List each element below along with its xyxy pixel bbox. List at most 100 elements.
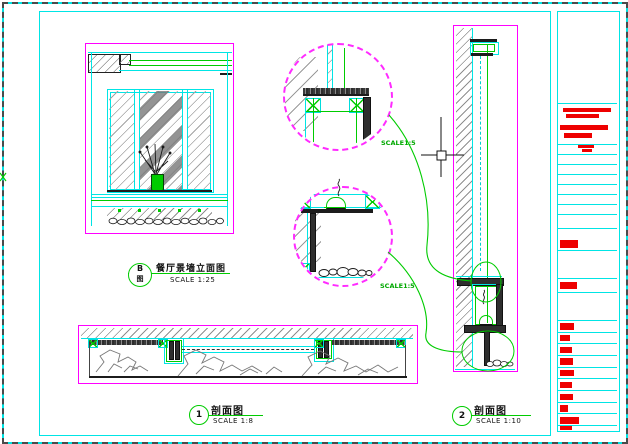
elevation-drawing <box>85 43 234 234</box>
base-line <box>91 197 228 198</box>
titleblock-text-bar <box>560 370 574 376</box>
titleblock-row-line <box>558 194 617 195</box>
glass-line <box>182 346 314 347</box>
titleblock-row-line <box>558 292 617 293</box>
titleblock-row-line <box>558 174 617 175</box>
panel-bar <box>332 340 405 345</box>
end-line <box>89 345 90 376</box>
titleblock-text-bar <box>560 426 572 430</box>
titleblock-row-line <box>558 250 617 251</box>
detail-circle-2-bubble <box>293 186 393 287</box>
ceiling-hatch-block <box>88 54 121 73</box>
floor-line <box>455 369 515 370</box>
titleblock <box>557 11 620 432</box>
vertical-section-drawing <box>453 25 518 372</box>
wall-face-line <box>472 28 473 367</box>
base-line <box>91 194 228 195</box>
section-1-title: 剖面图 <box>211 406 244 417</box>
titleblock-text-bar <box>566 114 599 118</box>
wall-hatch-band <box>81 328 413 338</box>
titleblock-text-bar <box>560 358 573 365</box>
callout-b-bubble[interactable]: B 图 <box>128 263 152 287</box>
titleblock-text-bar <box>560 417 579 424</box>
panel-bar <box>89 340 163 345</box>
titleblock-text-bar <box>560 323 574 330</box>
channel-web <box>175 341 180 360</box>
titleblock-text-bar <box>560 240 578 248</box>
glass-pane-right <box>187 91 211 190</box>
titleblock-text-bar <box>582 149 592 152</box>
green-line <box>487 45 488 323</box>
wall-edge-right <box>227 52 228 226</box>
green-tick <box>178 209 181 212</box>
detail-scale-label-1: SCALE1:5 <box>381 139 416 147</box>
ceiling-line <box>88 52 232 53</box>
green-tick <box>138 209 141 212</box>
callout-b-letter: B <box>136 264 144 273</box>
blocking-xbox <box>314 339 324 348</box>
inner-frame <box>39 11 551 436</box>
plinth-hatch <box>107 208 212 220</box>
green-line <box>129 60 232 61</box>
titleblock-text-bar <box>560 382 572 388</box>
detail-circle-1-bubble <box>283 43 393 151</box>
titleblock-text-bar <box>560 394 573 400</box>
wall-hatch-band <box>456 28 472 367</box>
titleblock-row-line <box>558 228 617 229</box>
titleblock-row-line <box>558 402 617 403</box>
window-frame <box>107 89 214 193</box>
detail-scale-label-2: SCALE1:5 <box>380 282 415 290</box>
titleblock-row-line <box>558 204 617 205</box>
green-tick <box>198 209 201 212</box>
end-line <box>405 345 406 376</box>
callout-1-bubble[interactable]: 1 <box>189 405 209 425</box>
soffit-line <box>119 70 232 71</box>
sill-line <box>107 190 212 192</box>
wall-face-line <box>81 338 413 339</box>
titleblock-row-line <box>558 343 617 344</box>
section-2-title: 剖面图 <box>474 406 507 417</box>
base-line <box>91 206 228 207</box>
elevation-title: 餐厅景墙立面图 <box>156 264 227 274</box>
titleblock-row-line <box>558 214 617 215</box>
channel-web <box>324 341 329 358</box>
titleblock-text-bar <box>560 405 568 412</box>
titleblock-row-line <box>558 367 617 368</box>
titleblock-row-line <box>558 278 617 279</box>
channel-web <box>169 341 174 360</box>
titleblock-row-line <box>558 103 617 104</box>
plan-section-drawing <box>78 325 418 384</box>
blocking-xbox <box>88 339 98 348</box>
titleblock-row-line <box>558 164 617 165</box>
plant-pot <box>151 174 164 191</box>
callout-2-bubble[interactable]: 2 <box>452 406 472 426</box>
fixing-cap <box>471 53 493 56</box>
glass-dashed-line <box>480 56 481 271</box>
wall-back-line <box>89 376 407 378</box>
titleblock-text-bar <box>560 347 572 353</box>
titleblock-text-bar <box>560 335 570 341</box>
titleblock-text-bar <box>560 125 608 130</box>
titleblock-row-line <box>558 425 617 426</box>
mullion <box>187 89 188 191</box>
section-2-scale: SCALE 1:10 <box>476 417 522 425</box>
mullion <box>182 89 183 191</box>
glass-line <box>182 352 314 353</box>
fixing-inner <box>473 44 495 52</box>
titleblock-row-line <box>558 154 617 155</box>
glass-pane-left <box>109 91 135 190</box>
mullion <box>134 89 135 191</box>
base-line-green <box>91 200 228 201</box>
titleblock-row-line <box>558 355 617 356</box>
fixing-cap <box>470 39 497 42</box>
green-line <box>129 65 232 66</box>
titleblock-row-line <box>558 332 617 333</box>
downlight-lamp <box>479 315 493 325</box>
titleblock-row-line <box>558 390 617 391</box>
panel-edge <box>484 331 490 366</box>
tick <box>220 73 232 75</box>
elevation-scale: SCALE 1:25 <box>170 276 216 284</box>
titleblock-text-bar <box>578 145 594 148</box>
